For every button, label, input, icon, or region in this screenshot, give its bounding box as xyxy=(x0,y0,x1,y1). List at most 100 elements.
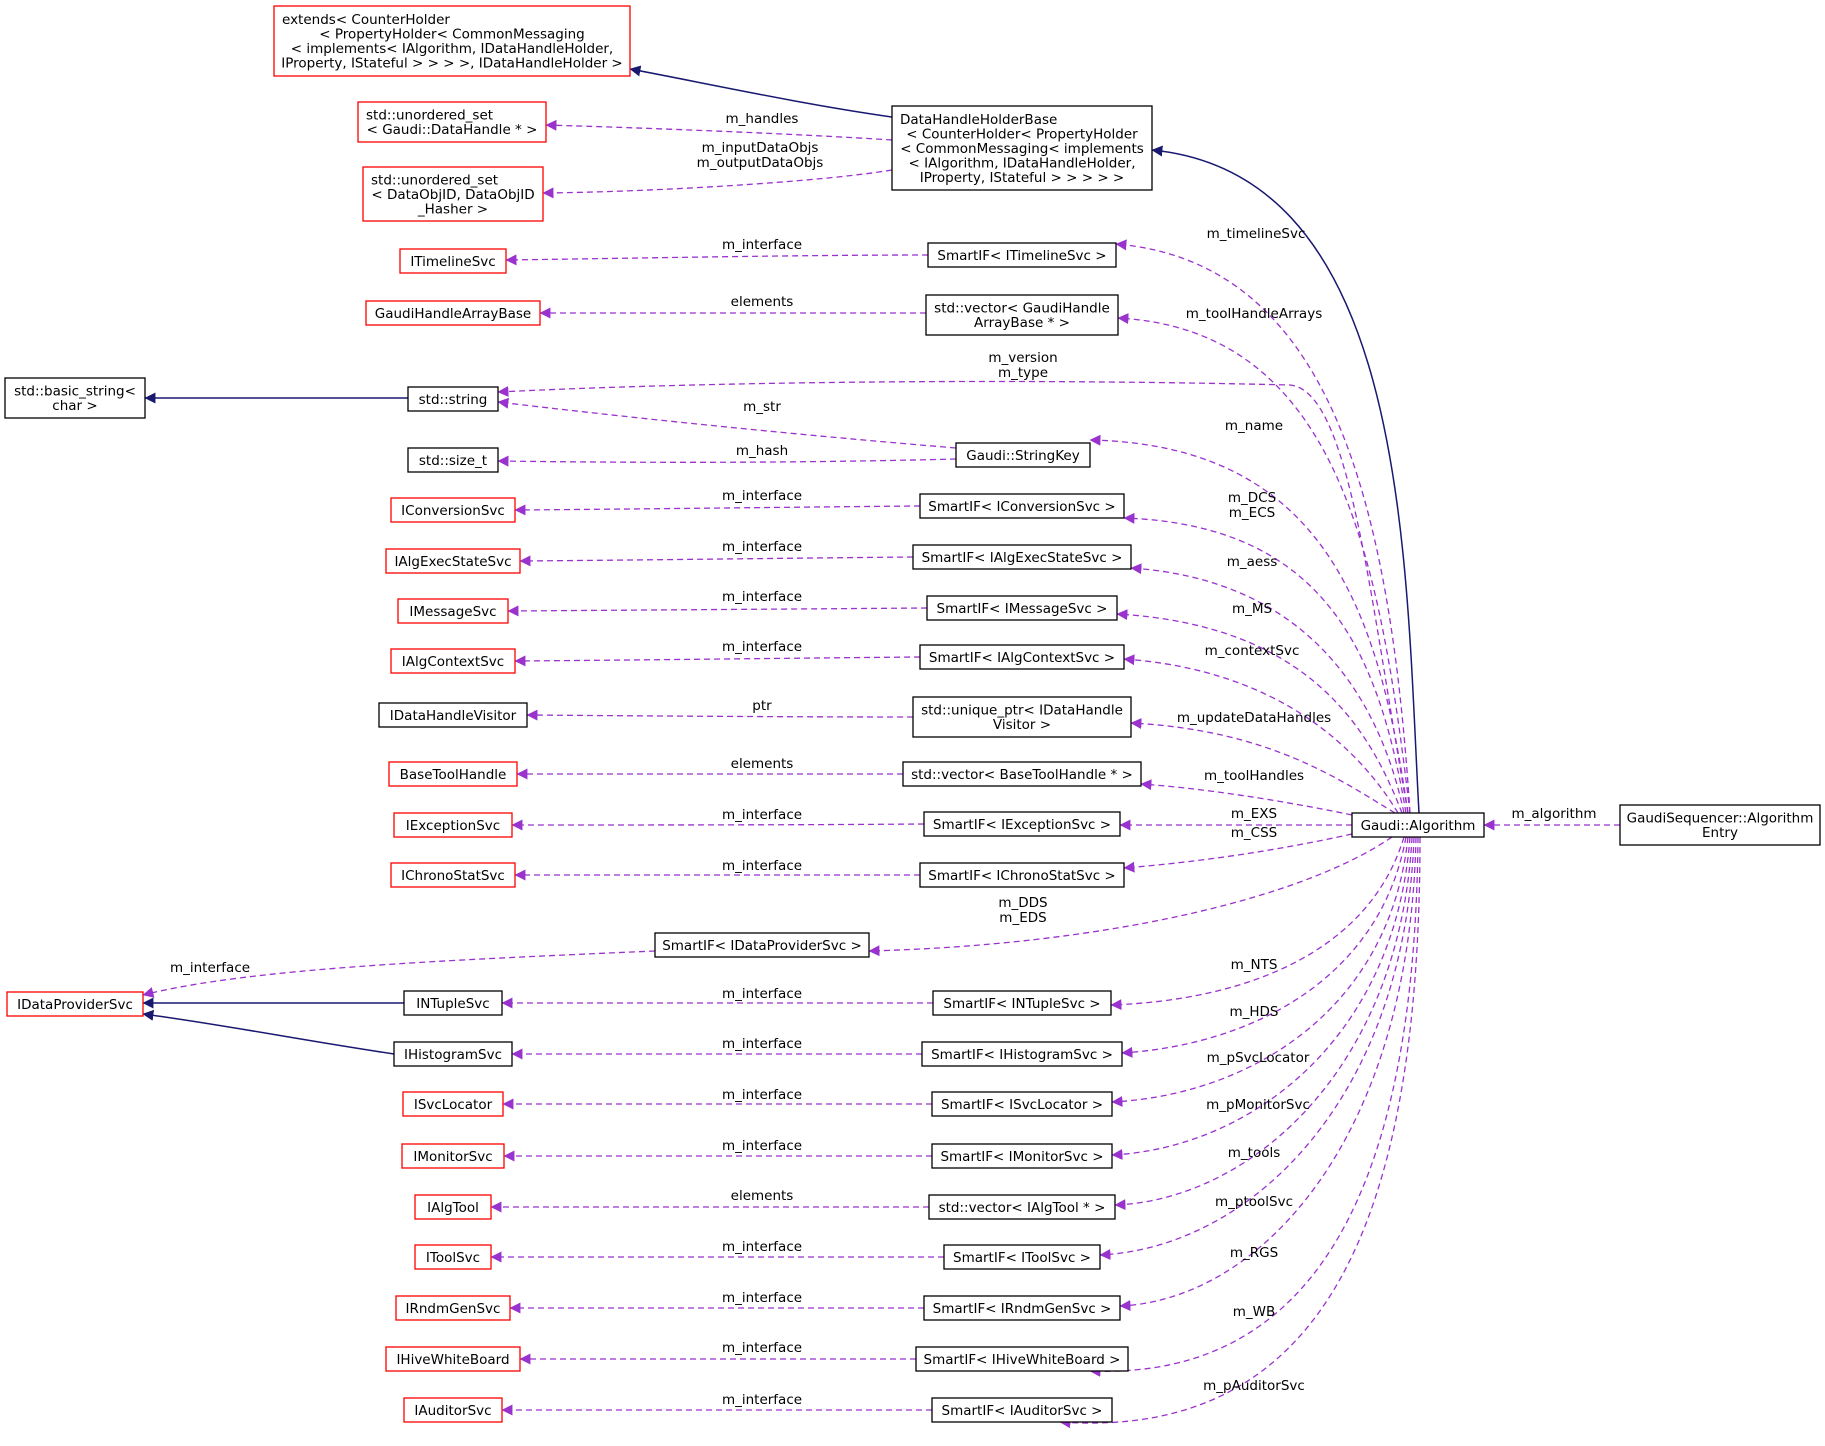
class-node-box[interactable] xyxy=(362,166,544,222)
class-node-box[interactable] xyxy=(921,1041,1123,1067)
class-node-stringkey[interactable]: Gaudi::StringKey xyxy=(955,442,1091,468)
class-node-sif_aes[interactable]: SmartIF< IAlgExecStateSvc > xyxy=(912,544,1132,570)
class-node-ihist[interactable]: IHistogramSvc xyxy=(393,1041,513,1067)
class-node-box[interactable] xyxy=(912,696,1132,738)
class-node-box[interactable] xyxy=(390,497,516,523)
class-node-box[interactable] xyxy=(926,595,1118,621)
class-node-box[interactable] xyxy=(365,300,541,326)
class-node-box[interactable] xyxy=(923,1295,1121,1321)
class-node-uset_dh[interactable]: std::unordered_set< Gaudi::DataHandle * … xyxy=(357,101,547,143)
class-node-box[interactable] xyxy=(932,990,1112,1016)
class-node-box[interactable] xyxy=(388,761,518,787)
class-node-sif_toolsvc[interactable]: SmartIF< IToolSvc > xyxy=(943,1244,1101,1270)
class-node-box[interactable] xyxy=(919,862,1125,888)
class-node-box[interactable] xyxy=(931,1091,1113,1117)
class-node-basic_string[interactable]: std::basic_string<char > xyxy=(4,377,146,419)
class-node-idp[interactable]: IDataProviderSvc xyxy=(6,991,144,1017)
class-node-sif_rndm[interactable]: SmartIF< IRndmGenSvc > xyxy=(923,1295,1121,1321)
class-node-box[interactable] xyxy=(902,761,1142,787)
class-node-sif_msg[interactable]: SmartIF< IMessageSvc > xyxy=(926,595,1118,621)
class-node-btool[interactable]: BaseToolHandle xyxy=(388,761,518,787)
class-node-box[interactable] xyxy=(414,1194,492,1220)
class-node-string[interactable]: std::string xyxy=(407,386,499,412)
class-node-sif_svcloc[interactable]: SmartIF< ISvcLocator > xyxy=(931,1091,1113,1117)
class-node-box[interactable] xyxy=(4,377,146,419)
class-node-box[interactable] xyxy=(403,990,503,1016)
class-node-iconv[interactable]: IConversionSvc xyxy=(390,497,516,523)
class-node-box[interactable] xyxy=(403,1397,503,1423)
class-node-box[interactable] xyxy=(395,1295,511,1321)
class-node-box[interactable] xyxy=(912,544,1132,570)
class-node-size_t[interactable]: std::size_t xyxy=(407,447,499,473)
class-node-box[interactable] xyxy=(931,1397,1113,1423)
class-node-box[interactable] xyxy=(390,862,516,888)
class-node-box[interactable] xyxy=(923,811,1121,837)
class-node-intuple[interactable]: INTupleSvc xyxy=(403,990,503,1016)
class-node-box[interactable] xyxy=(407,386,499,412)
class-node-box[interactable] xyxy=(927,242,1117,268)
class-node-sif_conv[interactable]: SmartIF< IConversionSvc > xyxy=(919,493,1125,519)
class-node-sif_timeline[interactable]: SmartIF< ITimelineSvc > xyxy=(927,242,1117,268)
class-node-sif_hist[interactable]: SmartIF< IHistogramSvc > xyxy=(921,1041,1123,1067)
class-node-box[interactable] xyxy=(390,648,516,674)
class-node-dhhb[interactable]: DataHandleHolderBase< CounterHolder< Pro… xyxy=(891,105,1153,191)
class-node-box[interactable] xyxy=(357,101,547,143)
class-node-imsg[interactable]: IMessageSvc xyxy=(397,598,509,624)
class-node-sif_actx[interactable]: SmartIF< IAlgContextSvc > xyxy=(919,644,1125,670)
class-node-sif_chrono[interactable]: SmartIF< IChronoStatSvc > xyxy=(919,862,1125,888)
class-node-box[interactable] xyxy=(414,1244,492,1270)
class-node-isvcloc[interactable]: ISvcLocator xyxy=(402,1091,504,1117)
class-node-box[interactable] xyxy=(891,105,1153,191)
class-node-box[interactable] xyxy=(928,1194,1116,1220)
class-node-box[interactable] xyxy=(1619,804,1821,846)
class-node-box[interactable] xyxy=(919,493,1125,519)
class-node-sif_exc[interactable]: SmartIF< IExceptionSvc > xyxy=(923,811,1121,837)
class-node-sif_dp[interactable]: SmartIF< IDataProviderSvc > xyxy=(654,932,870,958)
class-node-box[interactable] xyxy=(378,702,528,728)
class-node-sif_aud[interactable]: SmartIF< IAuditorSvc > xyxy=(931,1397,1113,1423)
class-node-box[interactable] xyxy=(393,1041,513,1067)
class-node-box[interactable] xyxy=(393,812,513,838)
class-node-vec_ghab[interactable]: std::vector< GaudiHandleArrayBase * > xyxy=(925,294,1119,336)
class-node-vec_btool[interactable]: std::vector< BaseToolHandle * > xyxy=(902,761,1142,787)
class-node-sif_hwb[interactable]: SmartIF< IHiveWhiteBoard > xyxy=(915,1346,1129,1372)
class-node-box[interactable] xyxy=(397,598,509,624)
class-node-box[interactable] xyxy=(402,1091,504,1117)
class-node-sif_mon[interactable]: SmartIF< IMonitorSvc > xyxy=(931,1143,1113,1169)
class-node-box[interactable] xyxy=(955,442,1091,468)
class-node-box[interactable] xyxy=(654,932,870,958)
class-node-box[interactable] xyxy=(915,1346,1129,1372)
class-node-imon[interactable]: IMonitorSvc xyxy=(401,1143,505,1169)
class-node-box[interactable] xyxy=(943,1244,1101,1270)
class-node-box[interactable] xyxy=(399,248,507,274)
class-node-box[interactable] xyxy=(919,644,1125,670)
class-node-extends[interactable]: extends< CounterHolder< PropertyHolder< … xyxy=(273,5,631,77)
class-node-box[interactable] xyxy=(6,991,144,1017)
class-node-ihwb[interactable]: IHiveWhiteBoard xyxy=(385,1346,521,1372)
class-node-box[interactable] xyxy=(925,294,1119,336)
class-node-algorithm[interactable]: Gaudi::Algorithm xyxy=(1351,812,1485,838)
class-node-box[interactable] xyxy=(931,1143,1113,1169)
class-node-iaes[interactable]: IAlgExecStateSvc xyxy=(385,548,521,574)
class-node-ghab[interactable]: GaudiHandleArrayBase xyxy=(365,300,541,326)
class-node-uptr_dhv[interactable]: std::unique_ptr< IDataHandleVisitor > xyxy=(912,696,1132,738)
class-node-box[interactable] xyxy=(401,1143,505,1169)
class-node-box[interactable] xyxy=(385,548,521,574)
class-node-iexc[interactable]: IExceptionSvc xyxy=(393,812,513,838)
class-node-box[interactable] xyxy=(273,5,631,77)
class-node-ichrono[interactable]: IChronoStatSvc xyxy=(390,862,516,888)
class-node-box[interactable] xyxy=(1351,812,1485,838)
class-node-iactx[interactable]: IAlgContextSvc xyxy=(390,648,516,674)
class-node-iaud[interactable]: IAuditorSvc xyxy=(403,1397,503,1423)
class-node-vec_algtool[interactable]: std::vector< IAlgTool * > xyxy=(928,1194,1116,1220)
class-node-irndm[interactable]: IRndmGenSvc xyxy=(395,1295,511,1321)
class-node-box[interactable] xyxy=(385,1346,521,1372)
class-node-sif_ntuple[interactable]: SmartIF< INTupleSvc > xyxy=(932,990,1112,1016)
class-node-idhv[interactable]: IDataHandleVisitor xyxy=(378,702,528,728)
class-node-box[interactable] xyxy=(407,447,499,473)
class-node-itoolsvc[interactable]: IToolSvc xyxy=(414,1244,492,1270)
class-node-itimeline[interactable]: ITimelineSvc xyxy=(399,248,507,274)
class-node-ialgtool[interactable]: IAlgTool xyxy=(414,1194,492,1220)
class-node-uset_obj[interactable]: std::unordered_set< DataObjID, DataObjID… xyxy=(362,166,544,222)
